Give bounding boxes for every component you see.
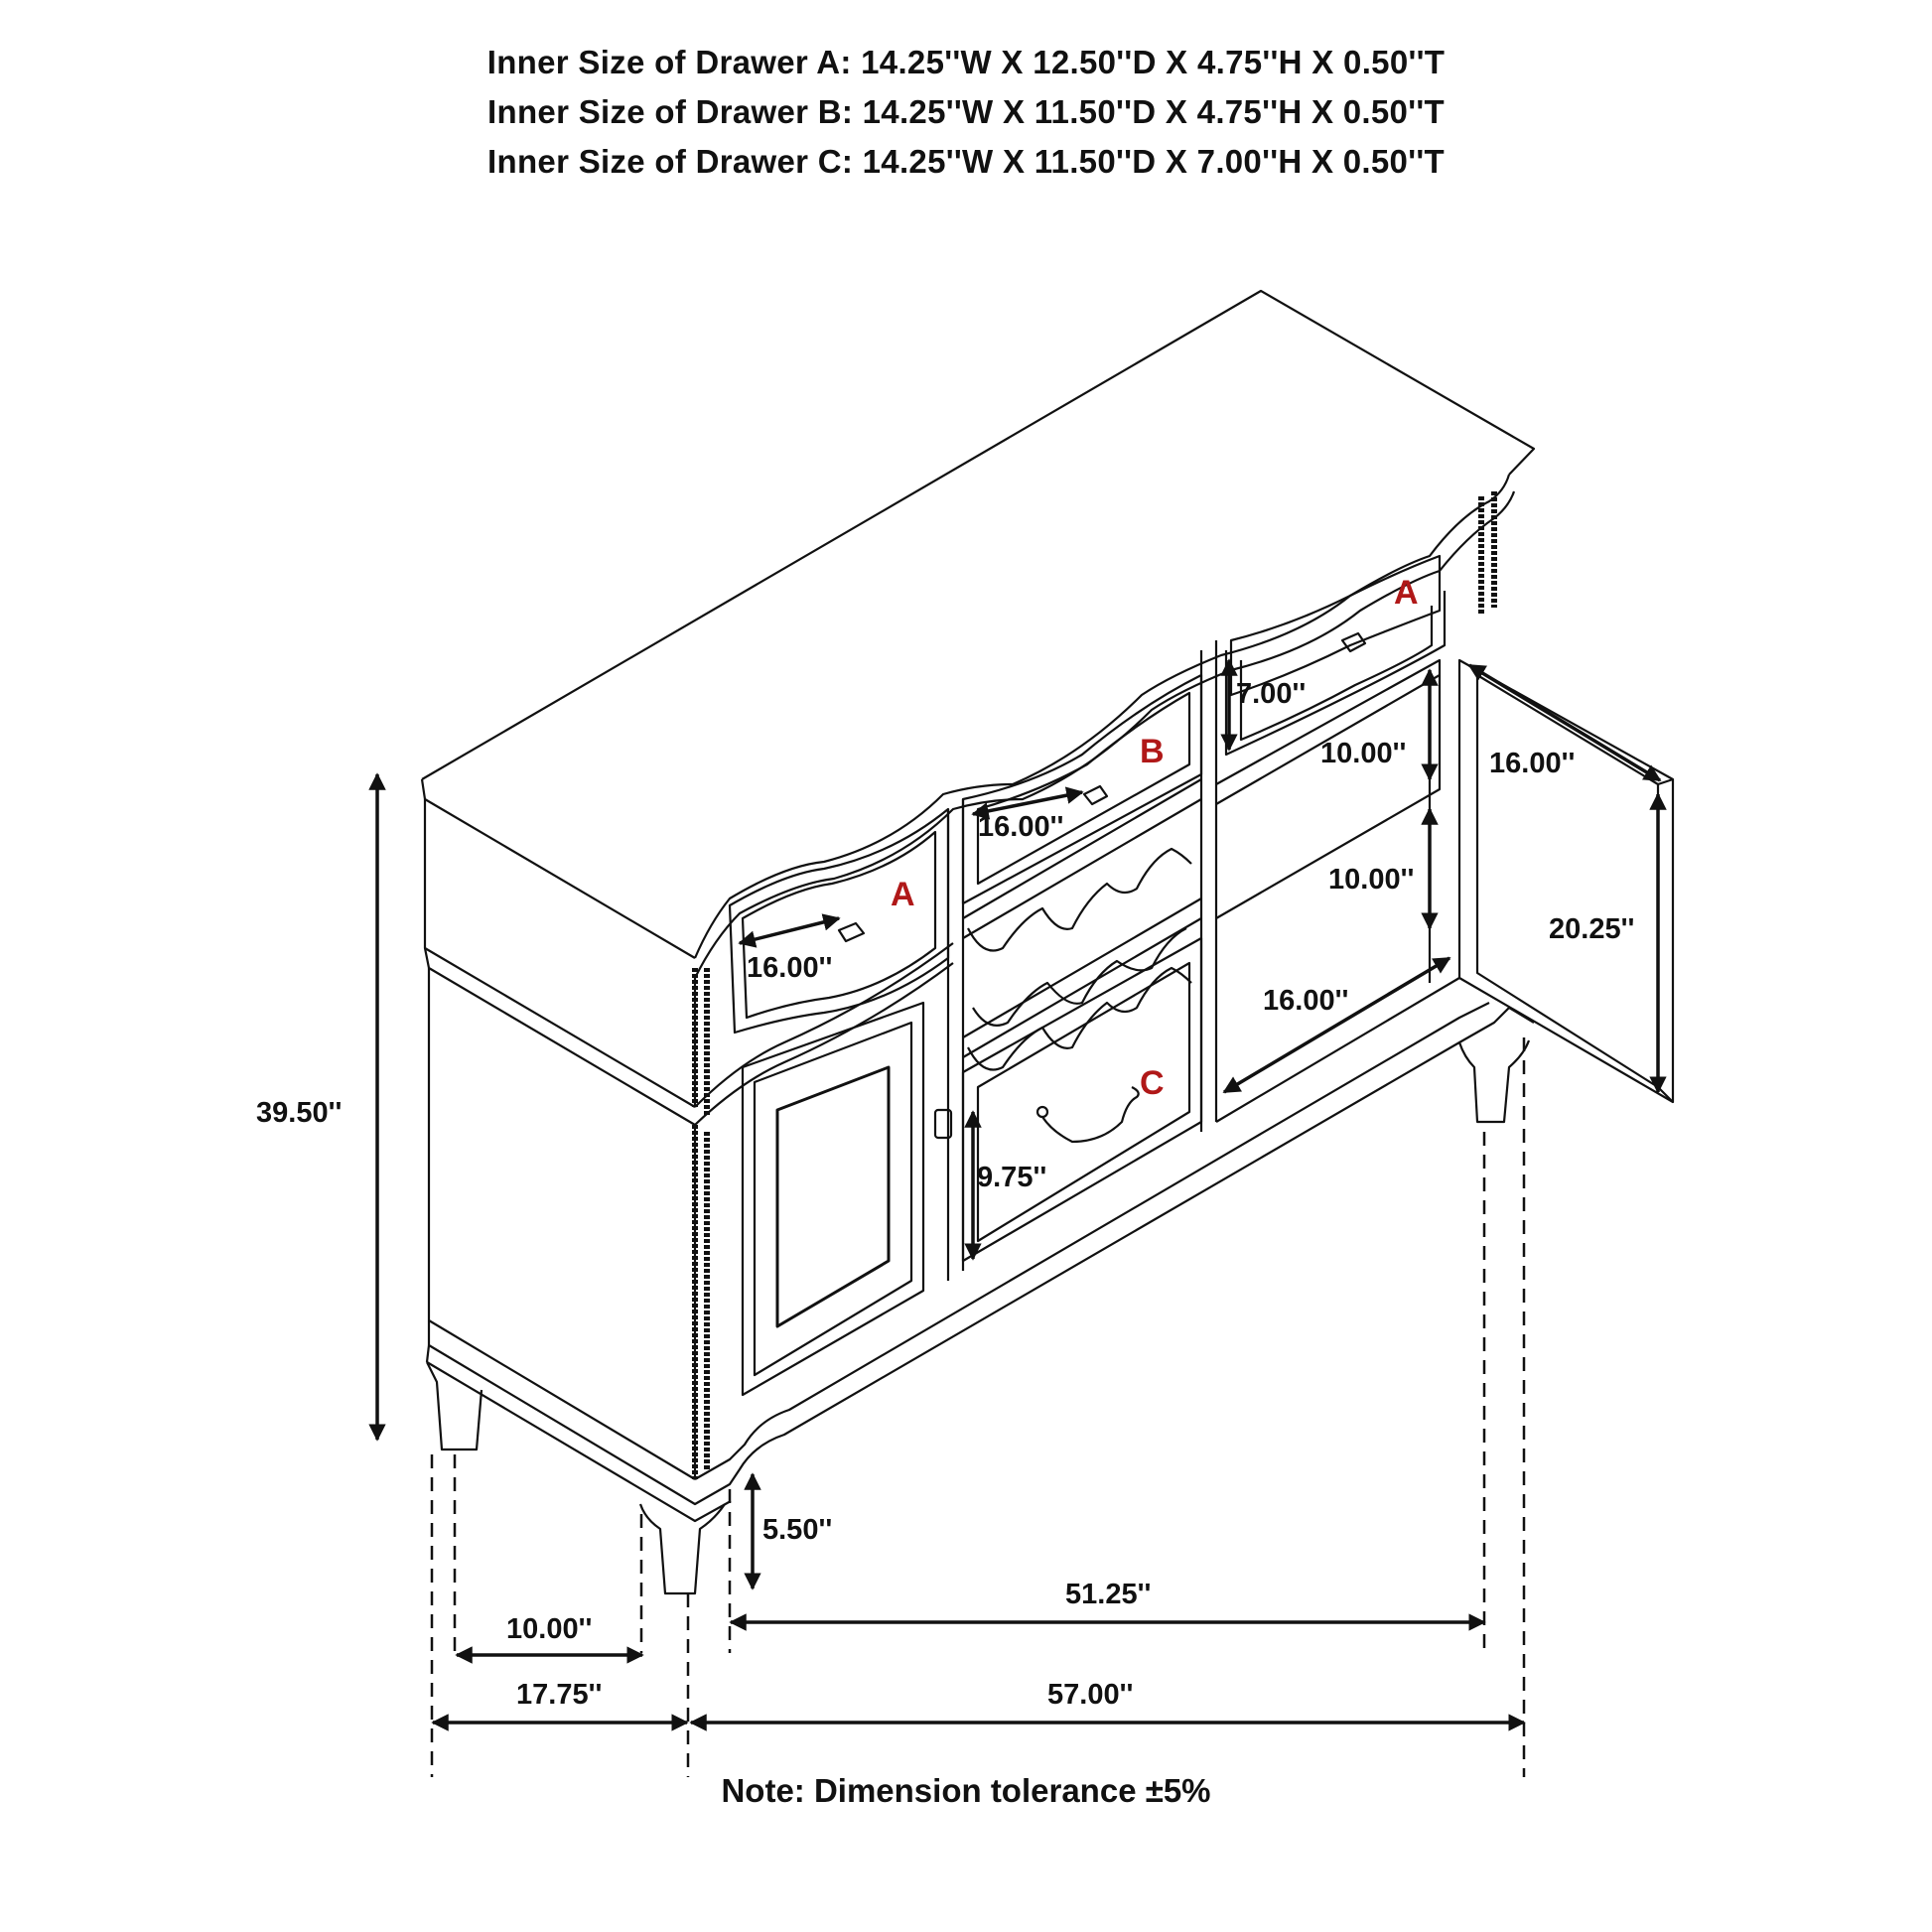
dim-shelf-lower: 10.00''	[1328, 864, 1414, 896]
dim-leg-span-side: 10.00''	[506, 1613, 592, 1645]
dim-drawer-a-left-width: 16.00''	[747, 952, 832, 984]
dim-door-width: 16.00''	[1489, 748, 1575, 779]
drawer-b-label: B	[1140, 733, 1165, 770]
dim-door-height: 20.25''	[1549, 913, 1634, 945]
dim-cabinet-depth: 16.00''	[1263, 985, 1348, 1017]
drawer-c-spec: Inner Size of Drawer C: 14.25''W X 11.50…	[487, 143, 1445, 180]
dim-drawer-c-height: 9.75''	[977, 1162, 1046, 1193]
dim-drawer-b-width: 16.00''	[978, 811, 1063, 843]
dim-shelf-upper: 10.00''	[1320, 738, 1406, 769]
drawer-c-label: C	[1140, 1064, 1165, 1102]
drawer-a-right-label: A	[1394, 574, 1419, 612]
drawer-b-spec: Inner Size of Drawer B: 14.25''W X 11.50…	[487, 93, 1445, 130]
dim-overall-depth: 17.75''	[516, 1679, 602, 1711]
dimension-arrows	[368, 658, 1667, 1731]
drawer-a-left-label: A	[891, 876, 915, 913]
dim-leg-span-front: 51.25''	[1065, 1579, 1151, 1610]
drawer-a-spec: Inner Size of Drawer A: 14.25''W X 12.50…	[486, 44, 1446, 80]
tolerance-note: Note: Dimension tolerance ±5%	[721, 1772, 1211, 1809]
dim-overall-width: 57.00''	[1047, 1679, 1133, 1711]
dim-drawer-a-right-height: 7.00''	[1236, 678, 1306, 710]
dim-leg-height: 5.50''	[762, 1514, 832, 1546]
sideboard-outline	[420, 289, 1675, 1595]
drawer-spec-header: Inner Size of Drawer A: 14.25''W X 12.50…	[0, 38, 1932, 187]
dim-height-total: 39.50''	[256, 1097, 342, 1129]
extension-lines	[430, 1037, 1526, 1777]
